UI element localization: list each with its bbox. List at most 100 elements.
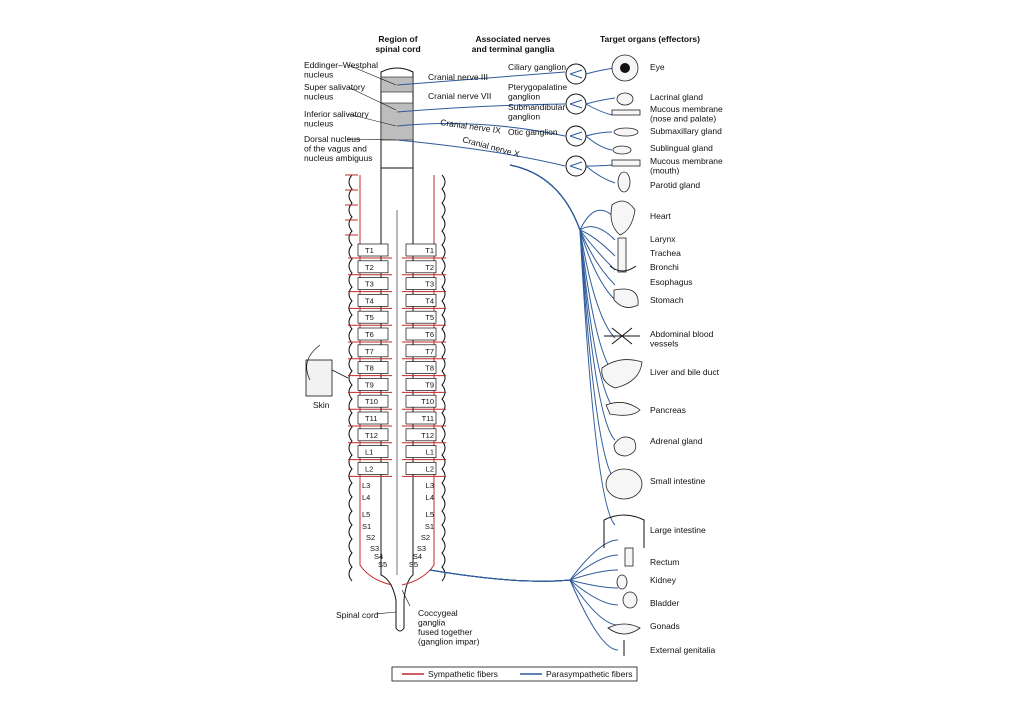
organ-label-pancreas: Pancreas (650, 405, 686, 415)
nasal-mucosa-icon (611, 109, 641, 116)
vagus-branch (509, 164, 616, 481)
segment-label-right: L2 (426, 464, 434, 473)
segment-label-right: S3 (417, 544, 426, 553)
sympathetic-chain-right (441, 174, 446, 582)
ganglion-synapse (569, 131, 583, 141)
nucleus-label: Super salivatory (304, 82, 366, 92)
segment-box-left (357, 378, 389, 391)
segment-box-left (357, 277, 389, 290)
segment-label-left: T8 (365, 364, 374, 373)
segment-label-left: T3 (365, 280, 374, 289)
cranial-nerve-ix-label: Cranial nerve IX (440, 117, 502, 135)
bladder-icon (622, 591, 638, 609)
ganglion-circle (565, 155, 587, 177)
sympathetic-trunk-right (401, 175, 435, 586)
segment-box-right (405, 462, 437, 475)
nucleus-label: of the vagus and (304, 144, 367, 154)
sympathetic-trunk-left (359, 175, 393, 586)
segment-label-left: T12 (365, 431, 378, 440)
organ-label-kidney: Kidney (650, 575, 677, 585)
nucleus-label: nucleus (304, 92, 333, 102)
adrenal-gland-icon (613, 436, 637, 457)
segment-box-right (405, 310, 437, 324)
stomach-icon (613, 288, 639, 308)
vagus-branch (509, 164, 616, 411)
segment-label-right: L5 (426, 510, 434, 519)
segment-label-right: T9 (425, 380, 434, 389)
bronchi-icon (609, 265, 637, 272)
organ-label-abdominal-blood: vessels (650, 339, 678, 349)
ganglion-synapse (569, 99, 583, 109)
header-target-organs: Target organs (effectors) (600, 34, 700, 44)
small-intestine-icon (605, 468, 643, 500)
segment-box-right (405, 260, 437, 274)
segment-box-left (357, 260, 389, 274)
organ-label-parotid-gland: Parotid gland (650, 180, 700, 190)
sympathetic-chain-left (348, 174, 353, 582)
segment-label-left: S4 (374, 552, 383, 561)
segment-label-right: S1 (425, 522, 434, 531)
organ-label-small-intestine: Small intestine (650, 476, 706, 486)
sacral-parasympathetic-branch (429, 569, 619, 606)
spinal-cord-label: Spinal cord (336, 610, 379, 620)
skin-illustration (305, 359, 333, 397)
legend-box (391, 666, 638, 682)
segment-box-left (357, 361, 389, 374)
segment-label-right: T8 (425, 364, 434, 373)
segment-label-left: S1 (362, 522, 371, 531)
segment-label-left: L5 (362, 510, 370, 519)
segment-box-left (357, 310, 389, 324)
nucleus-leader-line (347, 138, 397, 141)
segment-label-right: T3 (425, 280, 434, 289)
terminal-ganglia: Ciliary ganglionPterygopalatineganglionS… (508, 62, 616, 184)
segment-label-right: T11 (422, 414, 434, 423)
organ-label-submaxillary-gland: Submaxillary gland (650, 126, 722, 136)
segment-box-right (405, 294, 437, 307)
oral-mucosa-icon (611, 159, 641, 167)
pupil-icon (620, 63, 630, 73)
segment-label-left: L3 (362, 481, 370, 490)
segment-label-left: S2 (366, 533, 375, 542)
segment-box-left (357, 327, 389, 341)
skin-nerve (306, 344, 349, 381)
vagus-branch (509, 164, 616, 441)
cranial-nerve-vii-label: Cranial nerve VII (428, 91, 491, 101)
segment-label-right: T10 (421, 397, 434, 406)
segment-box-left (357, 411, 389, 425)
organ-label-lacrinal-gland: Lacrinal gland (650, 92, 703, 102)
segment-label-left: T7 (365, 347, 374, 356)
segment-label-left: S5 (378, 560, 387, 569)
segment-box-right (405, 243, 437, 257)
ganglion-label: ganglion (508, 92, 540, 102)
nucleus-label: Eddinger–Westphal (304, 60, 378, 70)
ganglion-to-eye (585, 67, 616, 75)
segment-label-left: L4 (362, 493, 370, 502)
segment-label-left: T4 (365, 296, 374, 305)
segment-box-right (405, 361, 437, 374)
nucleus-leader-line (347, 113, 397, 127)
ganglion-label: ganglion (508, 112, 540, 122)
segment-label-right: L3 (426, 481, 434, 490)
segment-label-right: L1 (426, 448, 434, 457)
segment-box-left (357, 428, 389, 442)
ganglion-label: Submandibular (508, 102, 565, 112)
segment-label-right: S4 (413, 552, 422, 561)
segment-box-right (405, 411, 437, 425)
coccygeal-leader (401, 589, 411, 607)
organ-label-mucous-membrane: Mucous membrane (650, 104, 723, 114)
vagus-branch (509, 164, 616, 526)
vagus-branch (509, 164, 616, 339)
segment-label-right: T5 (425, 313, 434, 322)
segment-box-left (357, 445, 389, 458)
segment-box-left (357, 462, 389, 475)
ganglion-synapse (569, 69, 583, 79)
ganglion-to-nose (585, 103, 613, 116)
nucleus-band-salivatory (380, 102, 414, 141)
organ-label-liver-and-bile-duct: Liver and bile duct (650, 367, 720, 377)
sacral-parasympathetic-branch (429, 539, 619, 582)
submaxillary-gland-icon (613, 127, 639, 137)
ganglion-to-mouth (585, 164, 613, 167)
nucleus-label: nucleus (304, 119, 333, 129)
